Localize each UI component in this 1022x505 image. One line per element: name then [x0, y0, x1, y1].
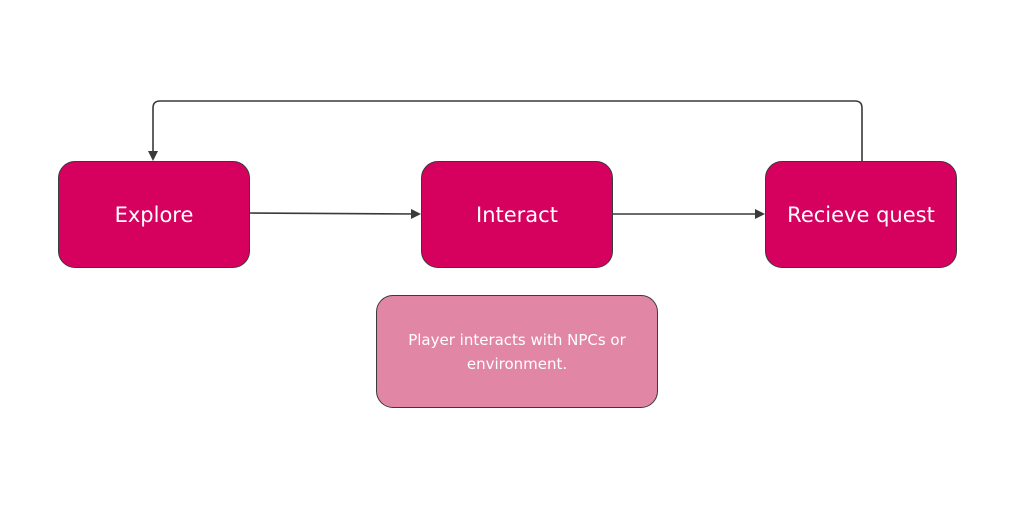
arrow-quest-loop-to-explore — [148, 100, 863, 161]
interact-note[interactable]: Player interacts with NPCs or environmen… — [376, 295, 658, 408]
node-explore[interactable]: Explore — [58, 161, 250, 268]
interact-note-text: Player interacts with NPCs or environmen… — [408, 330, 626, 373]
node-explore-label: Explore — [114, 202, 194, 227]
node-interact[interactable]: Interact — [421, 161, 613, 268]
arrow-explore-to-interact — [249, 208, 421, 219]
node-receive-quest-label: Recieve quest — [787, 202, 935, 227]
node-interact-label: Interact — [476, 202, 558, 227]
node-receive-quest[interactable]: Recieve quest — [765, 161, 957, 268]
